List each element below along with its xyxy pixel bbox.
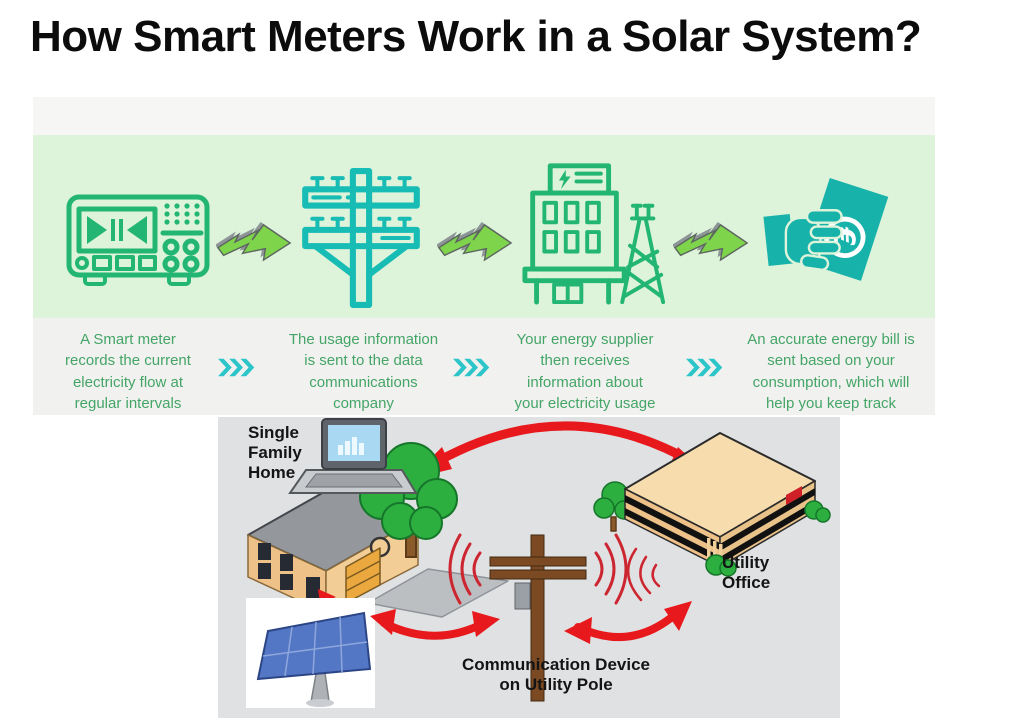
single-family-home-label: Single Family Home xyxy=(248,423,302,483)
process-caption-strip: A Smart meter records the current electr… xyxy=(33,318,935,415)
wireless-signal-pole xyxy=(448,533,628,605)
power-pole-icon xyxy=(295,167,427,314)
communication-device-label: Communication Device on Utility Pole xyxy=(462,655,650,695)
home-pole-arrow xyxy=(370,609,500,640)
page-title: How Smart Meters Work in a Solar System? xyxy=(30,12,922,61)
triple-chevron-icon xyxy=(218,355,258,380)
step-caption-1: A Smart meter records the current electr… xyxy=(65,331,191,412)
step-caption-4: An accurate energy bill is sent based on… xyxy=(747,331,915,412)
smart-meter-network-diagram: Single Family Home Communication Device … xyxy=(218,417,840,718)
pole-office-arrow xyxy=(564,601,692,644)
laptop xyxy=(288,418,418,494)
infographic-top-strip xyxy=(33,97,935,135)
bill-in-hand-icon: € xyxy=(759,177,903,308)
step-caption-2: The usage information is sent to the dat… xyxy=(288,331,439,412)
utility-office xyxy=(593,432,831,577)
lightning-arrow-icon xyxy=(215,217,292,272)
smart-meter-icon xyxy=(63,183,213,298)
triple-chevron-icon xyxy=(453,355,493,380)
solar-panel xyxy=(246,598,375,708)
utility-office-label: Utility Office xyxy=(722,553,771,593)
energy-supplier-icon xyxy=(521,160,667,311)
lightning-arrow-icon xyxy=(672,217,749,272)
wireless-signal-office xyxy=(627,547,661,602)
process-icon-banner: € xyxy=(33,135,935,318)
utility-pole-communication-device xyxy=(489,534,587,702)
office-logo xyxy=(786,486,802,505)
network-diagram-art xyxy=(246,418,831,708)
step-caption-3: Your energy supplier then receives infor… xyxy=(514,331,656,412)
triple-chevron-icon xyxy=(686,355,726,380)
smart-meter-process-infographic: € A Smart meter records the current elec… xyxy=(33,97,935,415)
lightning-arrow-icon xyxy=(436,217,513,272)
